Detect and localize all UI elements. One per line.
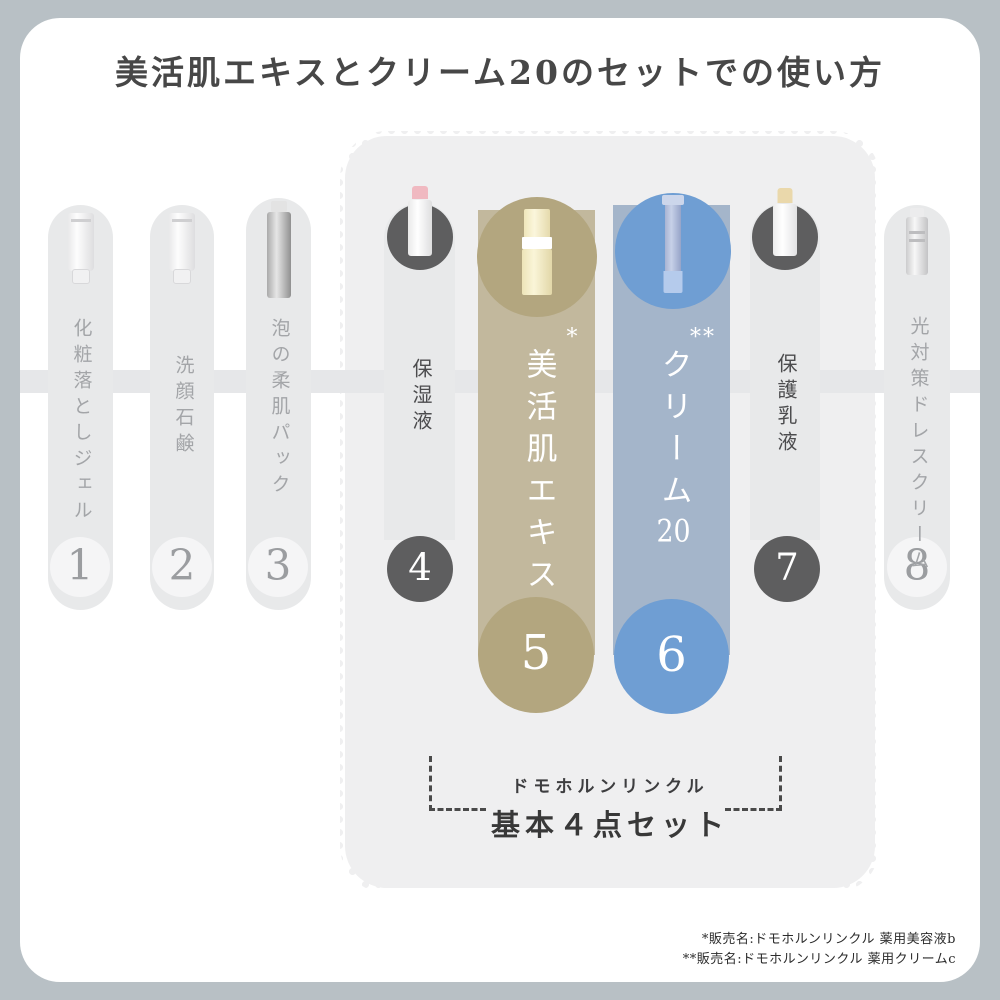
- footnote-2: **販売名:ドモホルンリンクル 薬用クリームc: [682, 952, 956, 967]
- step-number-circle-1: 1: [50, 537, 110, 597]
- step-number-3: 3: [264, 540, 292, 590]
- cleansing-gel-tube-icon: [67, 213, 94, 271]
- footnotes: *販売名:ドモホルンリンクル 薬用美容液b **販売名:ドモホルンリンクル 薬用…: [683, 930, 956, 970]
- step-label-4: 保湿液: [409, 358, 433, 436]
- step-product-circle-6: [615, 193, 731, 309]
- step-number-circle-7: 7: [754, 536, 820, 602]
- step-label-3: 泡の柔肌パック: [268, 318, 291, 500]
- emulsion-bottle-icon: [773, 204, 797, 256]
- step-label-5: 美活肌エキス: [520, 348, 557, 600]
- set-brand-label: ドモホルンリンクル: [511, 777, 709, 797]
- step-number-1: 1: [66, 540, 94, 590]
- cream20-tube-icon: [665, 205, 681, 271]
- step-number-circle-4: 4: [387, 536, 453, 602]
- step-number-4: 4: [408, 546, 432, 590]
- step-product-circle-4: [387, 200, 453, 270]
- asterisk-note-2: **: [690, 325, 716, 350]
- footnote-1: *販売名:ドモホルンリンクル 薬用美容液b: [701, 932, 956, 947]
- uv-cream-tube-icon: [906, 217, 928, 275]
- asterisk-note-1: *: [566, 325, 580, 350]
- step-number-circle-2: 2: [152, 537, 212, 597]
- step-label-2: 洗顔石鹸: [172, 355, 195, 459]
- moisturizer-bottle-icon: [408, 200, 432, 256]
- face-soap-tube-icon: [169, 213, 195, 271]
- step-number-circle-5: 5: [478, 597, 594, 713]
- step-number-6: 6: [656, 626, 687, 683]
- step-number-7: 7: [775, 546, 799, 590]
- step-number-2: 2: [168, 540, 196, 590]
- step-label-6-kana: クリーム: [655, 348, 692, 516]
- step-number-circle-3: 3: [248, 537, 308, 597]
- step-label-8: 光対策ドレスクリーム: [907, 316, 930, 576]
- bracket-right: [725, 756, 782, 811]
- bracket-left: [429, 756, 486, 811]
- set-name-label: 基本４点セット: [490, 808, 729, 842]
- step-number-circle-6: 6: [614, 599, 729, 714]
- page-title: 美活肌エキスとクリーム20のセットでの使い方: [115, 53, 885, 92]
- step-product-circle-5: [477, 197, 597, 317]
- step-label-6-number: 20: [656, 516, 691, 547]
- step-number-circle-8: 8: [887, 537, 947, 597]
- step-number-8: 8: [903, 540, 931, 590]
- extract-bottle-icon: [522, 249, 552, 295]
- step-label-6: クリーム20: [655, 348, 692, 547]
- step-number-5: 5: [520, 625, 552, 682]
- step-product-circle-7: [752, 204, 818, 270]
- step-label-1: 化粧落としジェル: [70, 318, 93, 526]
- foam-pack-spray-icon: [266, 212, 291, 298]
- step-label-7: 保護乳液: [774, 353, 798, 457]
